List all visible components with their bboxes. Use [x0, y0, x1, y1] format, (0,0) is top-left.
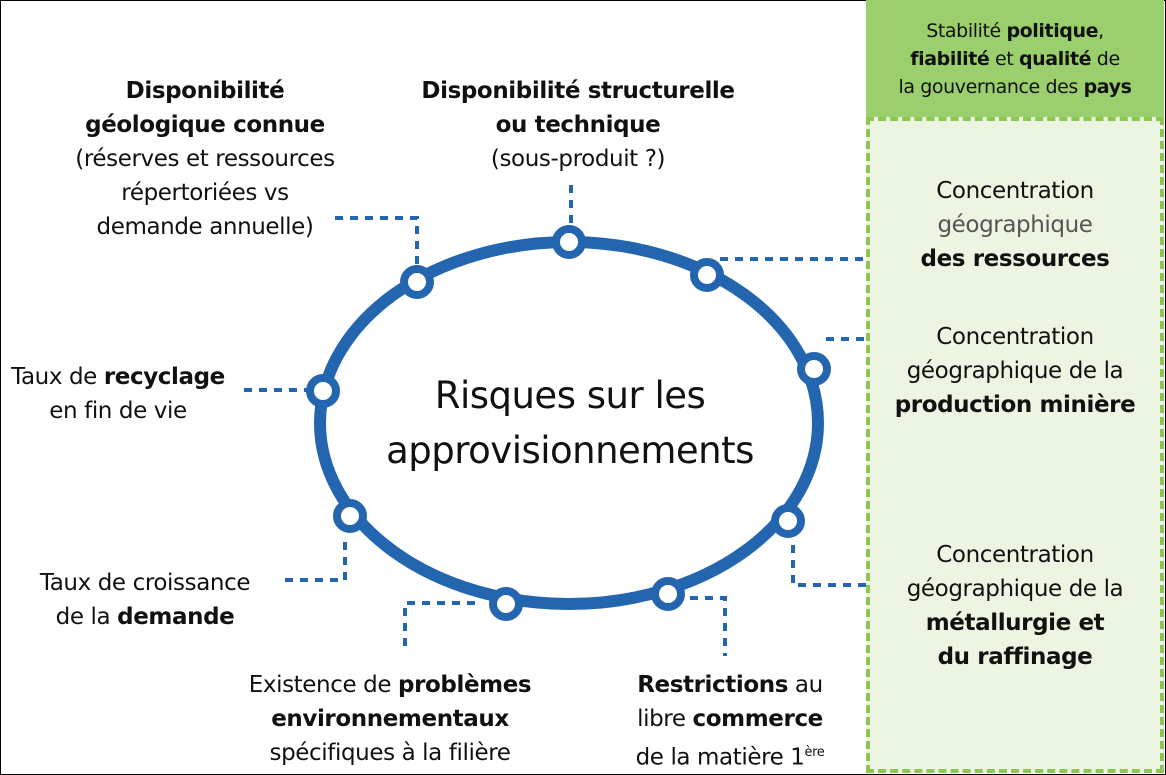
connector-metallurgie — [791, 545, 866, 587]
concentration-box — [866, 117, 1164, 773]
node-croissance — [333, 499, 367, 533]
connector-restrictions — [690, 596, 727, 656]
connector-geologique — [335, 216, 419, 265]
connector-croissance — [285, 538, 347, 582]
center-line-1: Risques sur les — [434, 374, 706, 417]
node-recyclage — [306, 374, 340, 408]
node-production — [797, 352, 831, 386]
node-restrictions — [651, 577, 685, 611]
center-title: Risques sur les approvisionnements — [320, 368, 820, 478]
node-environnement — [489, 587, 523, 621]
node-ressources — [690, 258, 724, 292]
connector-environnement — [403, 601, 475, 652]
center-line-2: approvisionnements — [386, 429, 754, 472]
node-geologique — [400, 265, 434, 299]
governance-header: Stabilité politique, fiabilité et qualit… — [866, 0, 1164, 118]
governance-text: Stabilité politique, fiabilité et qualit… — [898, 20, 1132, 98]
node-structurelle — [552, 225, 586, 259]
node-metallurgie — [771, 504, 805, 538]
